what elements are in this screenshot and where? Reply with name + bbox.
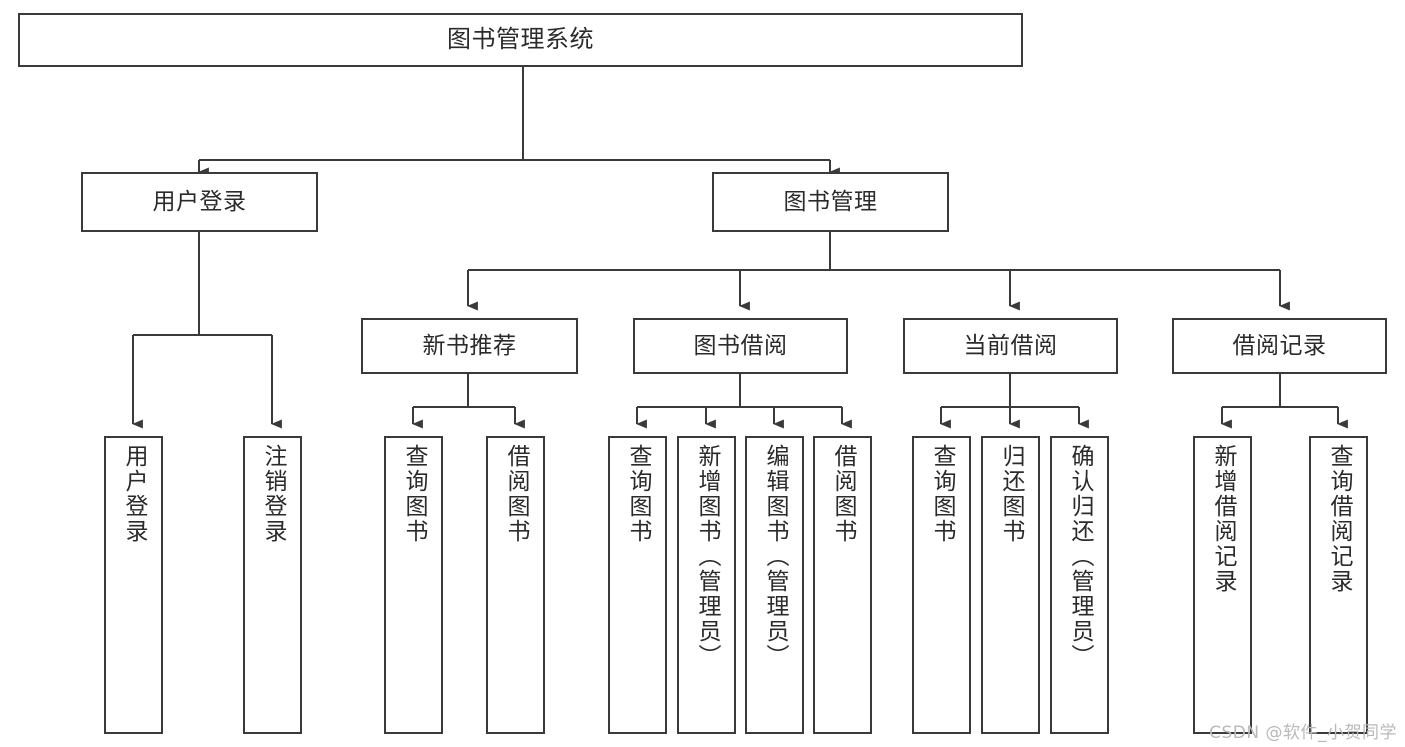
node-borrowing-record[interactable]: 借阅记录: [1172, 318, 1387, 374]
node-leaf-add-borrow-record[interactable]: 新增借阅记录: [1193, 436, 1252, 734]
node-leaf-query-book-borrow[interactable]: 查询图书: [608, 436, 667, 734]
node-label: 图书借阅: [693, 332, 788, 359]
node-label: 借阅记录: [1232, 332, 1327, 359]
node-root-book-management-system[interactable]: 图书管理系统: [18, 13, 1023, 67]
node-leaf-borrow-book-new[interactable]: 借阅图书: [486, 436, 545, 734]
node-label: 新增借阅记录: [1210, 444, 1236, 594]
node-label: 借阅图书: [503, 444, 529, 544]
node-leaf-return-book[interactable]: 归还图书: [981, 436, 1040, 734]
node-label: 图书管理系统: [447, 25, 594, 54]
node-leaf-add-book-admin[interactable]: 新增图书（管理员）: [677, 436, 736, 734]
node-label: 查询图书: [625, 444, 651, 544]
node-leaf-edit-book-admin[interactable]: 编辑图书（管理员）: [745, 436, 804, 734]
node-label: 查询借阅记录: [1326, 444, 1352, 594]
node-label: 当前借阅: [963, 332, 1058, 359]
node-leaf-query-book-current[interactable]: 查询图书: [912, 436, 971, 734]
node-new-book-recommendation[interactable]: 新书推荐: [361, 318, 578, 374]
node-label: 借阅图书: [830, 444, 856, 544]
node-label: 用户登录: [152, 188, 247, 215]
node-label: 确认归还（管理员）: [1067, 444, 1093, 669]
node-label: 用户登录: [121, 444, 147, 544]
node-leaf-query-borrow-record[interactable]: 查询借阅记录: [1309, 436, 1368, 734]
node-leaf-user-login[interactable]: 用户登录: [104, 436, 163, 734]
node-label: 编辑图书（管理员）: [762, 444, 788, 669]
node-label: 查询图书: [929, 444, 955, 544]
node-book-management[interactable]: 图书管理: [712, 172, 949, 232]
watermark-text: CSDN @软件_小贺同学: [1209, 723, 1397, 743]
node-label: 注销登录: [260, 444, 286, 544]
node-leaf-confirm-return-admin[interactable]: 确认归还（管理员）: [1050, 436, 1109, 734]
node-label: 归还图书: [998, 444, 1024, 544]
node-label: 新增图书（管理员）: [694, 444, 720, 669]
node-label: 图书管理: [783, 188, 878, 215]
node-leaf-borrow-book[interactable]: 借阅图书: [813, 436, 872, 734]
node-current-borrowing[interactable]: 当前借阅: [903, 318, 1118, 374]
node-leaf-logout[interactable]: 注销登录: [243, 436, 302, 734]
node-user-login[interactable]: 用户登录: [81, 172, 318, 232]
node-label: 查询图书: [401, 444, 427, 544]
node-book-borrowing[interactable]: 图书借阅: [633, 318, 848, 374]
node-label: 新书推荐: [422, 332, 517, 359]
node-leaf-query-book-new[interactable]: 查询图书: [384, 436, 443, 734]
